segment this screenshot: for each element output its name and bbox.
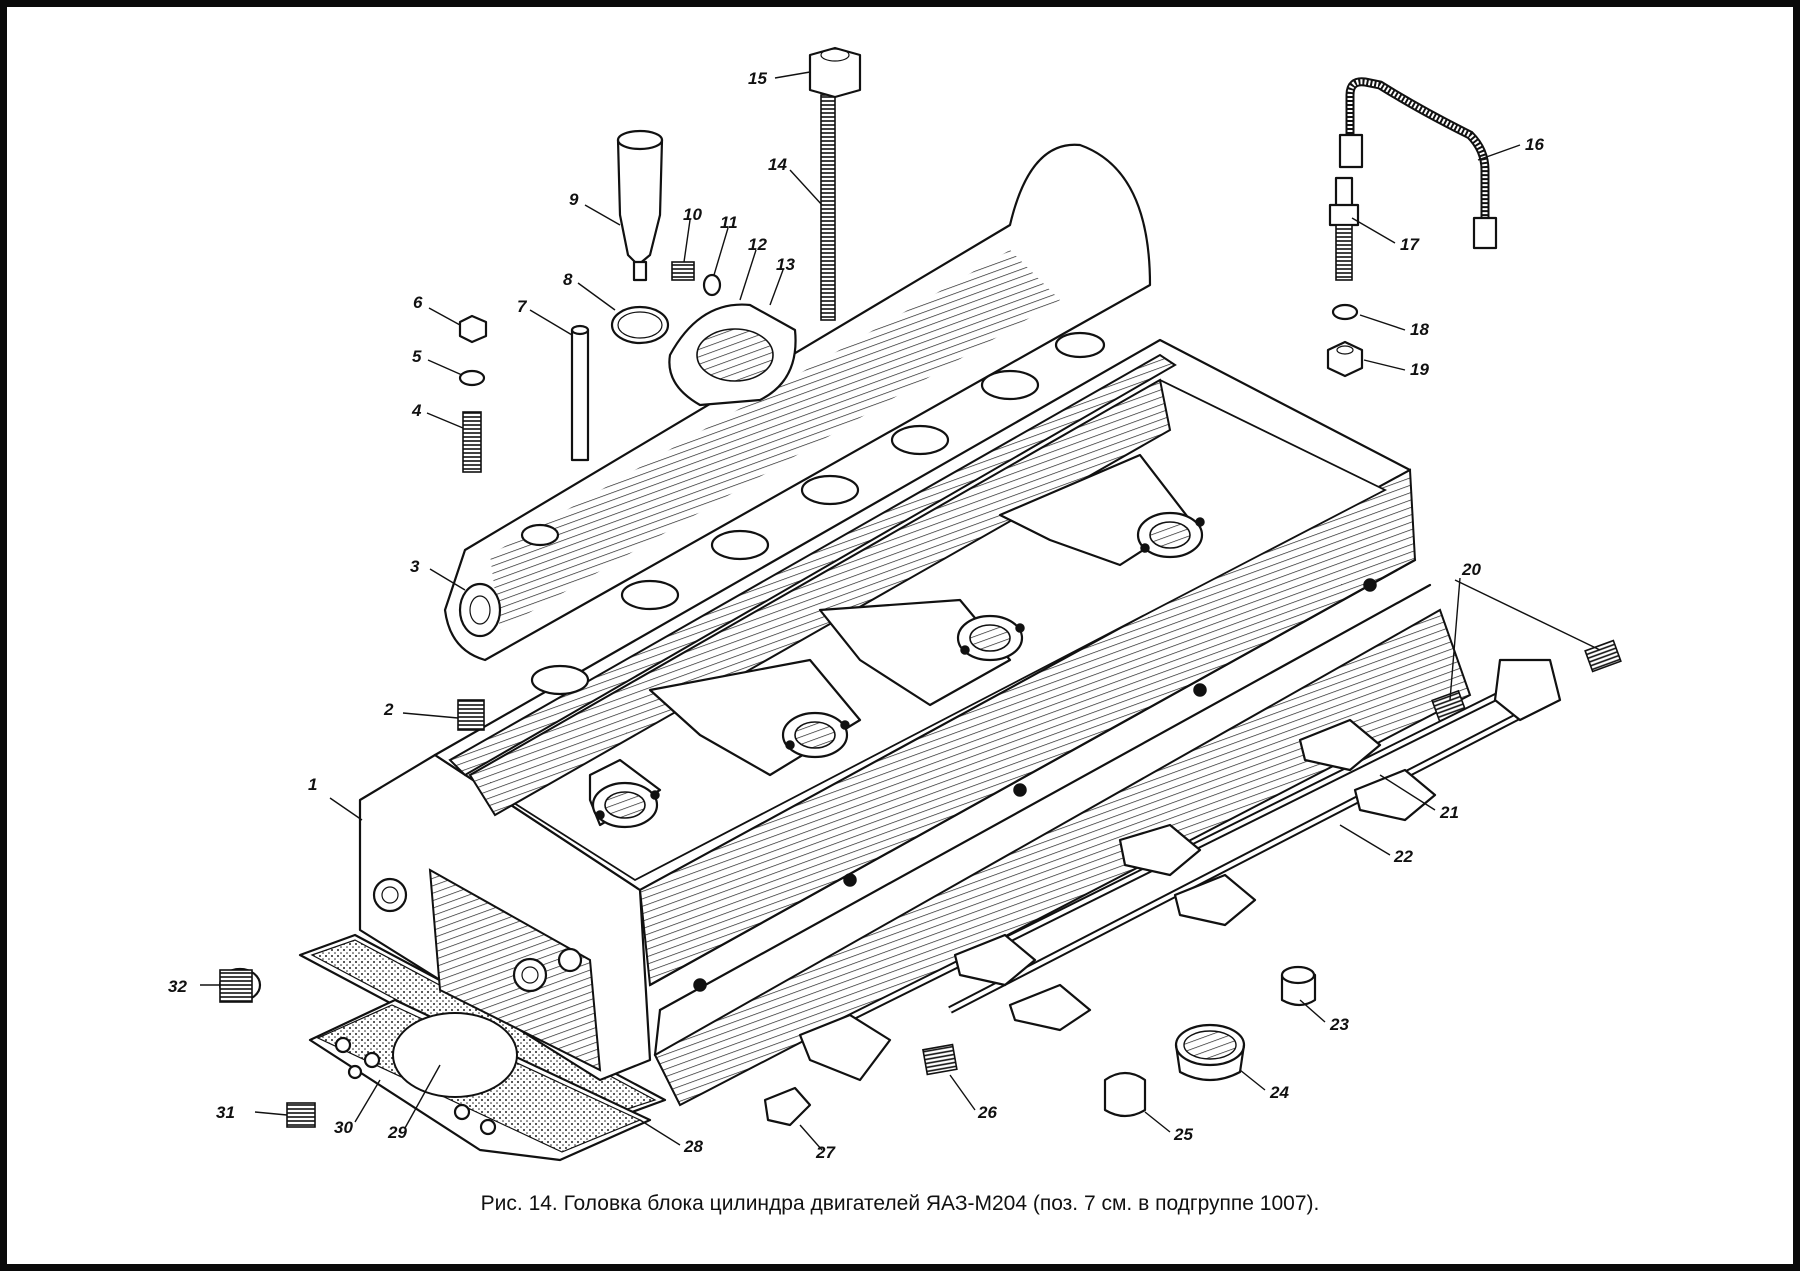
stud-2 (457, 699, 485, 731)
leader-lines (200, 71, 1601, 1151)
plug-31 (286, 1102, 316, 1128)
callout-20: 20 (1461, 560, 1481, 579)
ring-24 (1174, 1023, 1246, 1082)
plug-26 (922, 1043, 958, 1076)
callout-13: 13 (776, 255, 795, 274)
callout-27: 27 (815, 1143, 836, 1162)
callout-5: 5 (412, 347, 422, 366)
fitting-17 (1328, 176, 1360, 281)
callout-10: 10 (683, 205, 702, 224)
callout-14: 14 (768, 155, 787, 174)
gasket-29 (308, 998, 652, 1162)
nut-6 (458, 314, 488, 344)
callout-2: 2 (383, 700, 394, 719)
callout-9: 9 (569, 190, 579, 209)
callout-3: 3 (410, 557, 420, 576)
stud-4 (462, 411, 482, 473)
figure-caption: Рис. 14. Головка блока цилиндра двигател… (480, 1192, 1320, 1215)
ring-11 (702, 273, 722, 297)
callout-7: 7 (517, 297, 528, 316)
callout-30: 30 (334, 1118, 353, 1137)
callout-1: 1 (308, 775, 317, 794)
callout-18: 18 (1410, 320, 1429, 339)
callout-15: 15 (748, 69, 767, 88)
stud-14 (820, 94, 836, 321)
nozzle-holder-27 (763, 1086, 812, 1127)
callout-19: 19 (1410, 360, 1429, 379)
callout-4: 4 (411, 401, 422, 420)
callout-25: 25 (1173, 1125, 1193, 1144)
valve-seat-4 (998, 453, 1205, 567)
cylinder-head-block (358, 338, 1472, 1107)
washer-18 (1331, 303, 1359, 321)
callout-16: 16 (1525, 135, 1544, 154)
callout-22: 22 (1393, 847, 1413, 866)
gasket-12-13 (668, 303, 797, 407)
o-ring-8 (610, 305, 670, 345)
pin-7 (570, 324, 590, 462)
callout-11: 11 (720, 213, 738, 232)
fuel-pipe-16 (1338, 77, 1498, 250)
callout-12: 12 (748, 235, 767, 254)
cap-25 (1103, 1071, 1147, 1118)
callout-21: 21 (1439, 803, 1459, 822)
nut-19 (1326, 340, 1364, 378)
valve-seat-2 (648, 658, 862, 777)
callout-32: 32 (168, 977, 187, 996)
cap-23 (1280, 965, 1317, 1007)
callout-26: 26 (977, 1103, 997, 1122)
callout-numbers: 1 2 3 4 5 6 7 8 9 10 11 12 13 14 15 16 1… (168, 69, 1544, 1162)
valve-seat-3 (818, 598, 1025, 707)
callout-8: 8 (563, 270, 573, 289)
washer-5 (458, 369, 486, 387)
callout-23: 23 (1329, 1015, 1349, 1034)
exhaust-manifold (443, 143, 1152, 696)
callout-28: 28 (683, 1137, 703, 1156)
callout-17: 17 (1400, 235, 1420, 254)
rocker-shaft-assembly (798, 658, 1562, 1082)
valve-seat-1 (588, 758, 662, 829)
nut-15 (808, 46, 862, 99)
callout-24: 24 (1269, 1083, 1289, 1102)
callout-6: 6 (413, 293, 423, 312)
callout-31: 31 (216, 1103, 235, 1122)
plug-32 (218, 967, 262, 1003)
plug-20a (1584, 639, 1622, 673)
callout-29: 29 (387, 1123, 407, 1142)
fitting-10 (671, 261, 695, 281)
nozzle-9 (616, 129, 664, 282)
